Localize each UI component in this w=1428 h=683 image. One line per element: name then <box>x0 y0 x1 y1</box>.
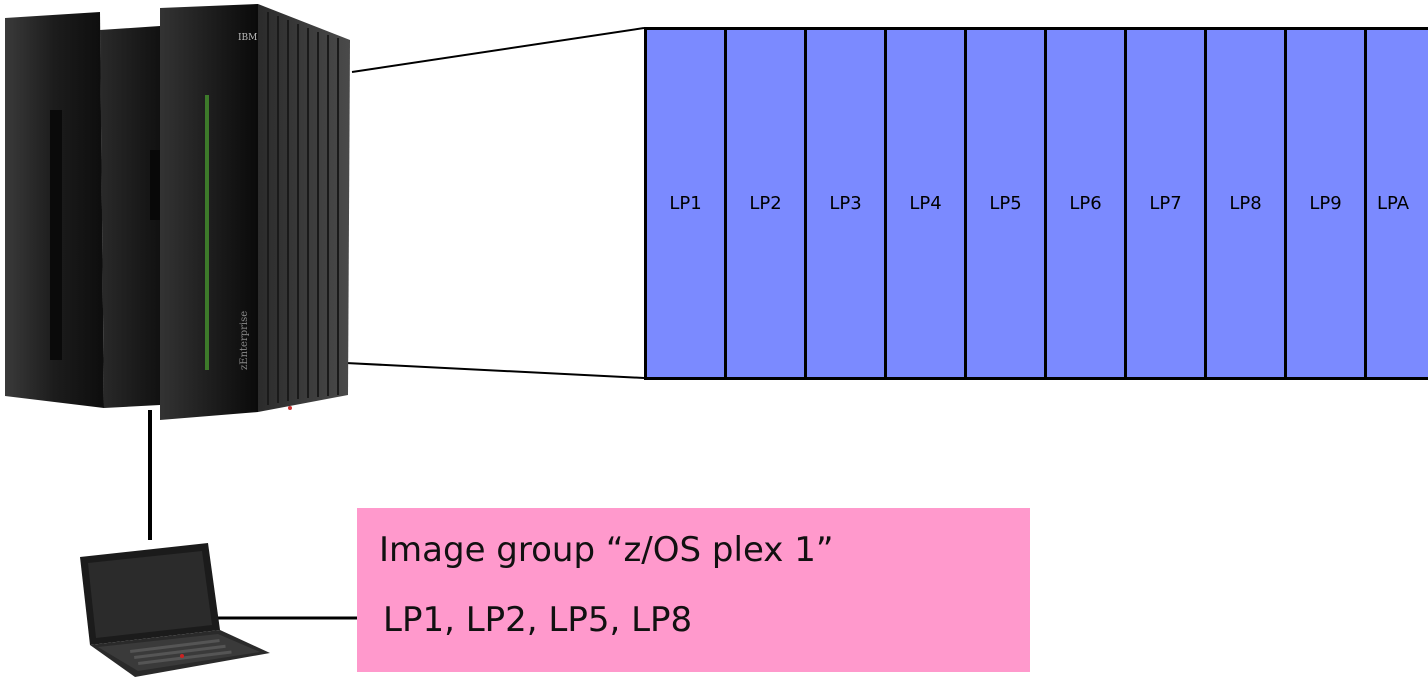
brand-label: IBM <box>238 33 257 43</box>
lpar-label: LP1 <box>669 193 702 214</box>
image-group-title: Image group “z/OS plex 1” <box>379 530 834 570</box>
lpar-box: LP9 <box>1284 30 1364 377</box>
lpar-label: LP8 <box>1229 193 1262 214</box>
lpar-box: LP1 <box>644 30 724 377</box>
lpar-box: LP7 <box>1124 30 1204 377</box>
lpar-label: LP2 <box>749 193 782 214</box>
lpar-box: LP2 <box>724 30 804 377</box>
lpar-box: LP3 <box>804 30 884 377</box>
image-group-members: LP1, LP2, LP5, LP8 <box>383 600 693 640</box>
lpar-label: LP5 <box>989 193 1022 214</box>
lpar-label: LP6 <box>1069 193 1102 214</box>
lpar-box: LP8 <box>1204 30 1284 377</box>
lpar-label: LP4 <box>909 193 942 214</box>
lpar-label: LP3 <box>829 193 862 214</box>
lpar-box: LPA <box>1364 30 1428 377</box>
zoom-line-top <box>351 27 645 73</box>
lpar-box: LP4 <box>884 30 964 377</box>
laptop-image <box>80 543 270 677</box>
lpar-box: LP5 <box>964 30 1044 377</box>
lpar-box: LP6 <box>1044 30 1124 377</box>
lpar-label: LP9 <box>1309 193 1342 214</box>
lpar-label: LP7 <box>1149 193 1182 214</box>
lpar-strip: LP1 LP2 LP3 LP4 LP5 LP6 LP7 LP8 LP9 LPA <box>644 27 1428 380</box>
zoom-line-bottom <box>345 362 645 379</box>
image-group-callout: Image group “z/OS plex 1” LP1, LP2, LP5,… <box>357 508 1030 672</box>
model-label: zEnterprise <box>239 311 250 370</box>
lpar-label: LPA <box>1377 193 1410 214</box>
mainframe-image: IBM zEnterprise <box>5 4 350 420</box>
